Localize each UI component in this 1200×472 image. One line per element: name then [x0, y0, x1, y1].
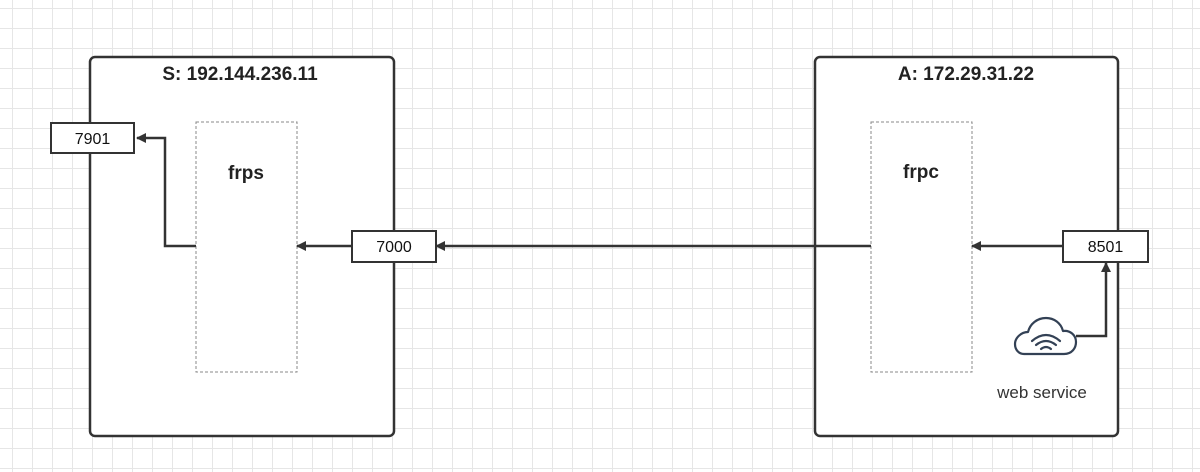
port-8501-box — [1062, 230, 1149, 263]
connectors — [136, 133, 1111, 338]
port-7000-label: 7000 — [376, 239, 412, 256]
client-host-title: A: 172.29.31.22 — [898, 64, 1034, 85]
arrow-frps-to-7901 — [136, 133, 196, 248]
port-8501-label: 8501 — [1088, 239, 1124, 256]
port-7901-label: 7901 — [75, 131, 111, 148]
frps-process-box — [195, 121, 298, 373]
frps-process-label: frps — [228, 163, 264, 184]
wifi-arc-inner — [1039, 345, 1053, 351]
wifi-arc-outer — [1030, 333, 1062, 343]
arrow-service-to-8501 — [1076, 262, 1111, 338]
frpc-process-label: frpc — [903, 162, 939, 183]
port-7000-box — [351, 230, 437, 263]
cloud-wifi-icon — [1013, 316, 1078, 356]
server-host-title: S: 192.144.236.11 — [162, 64, 318, 85]
port-7901: 7901 — [50, 122, 135, 154]
port-7901-box — [50, 122, 135, 154]
web-service-label: web service — [996, 383, 1087, 402]
port-8501: 8501 — [1062, 230, 1149, 263]
port-7000: 7000 — [351, 230, 437, 263]
wifi-arc-middle — [1034, 339, 1058, 347]
frpc-process-box — [870, 121, 973, 373]
